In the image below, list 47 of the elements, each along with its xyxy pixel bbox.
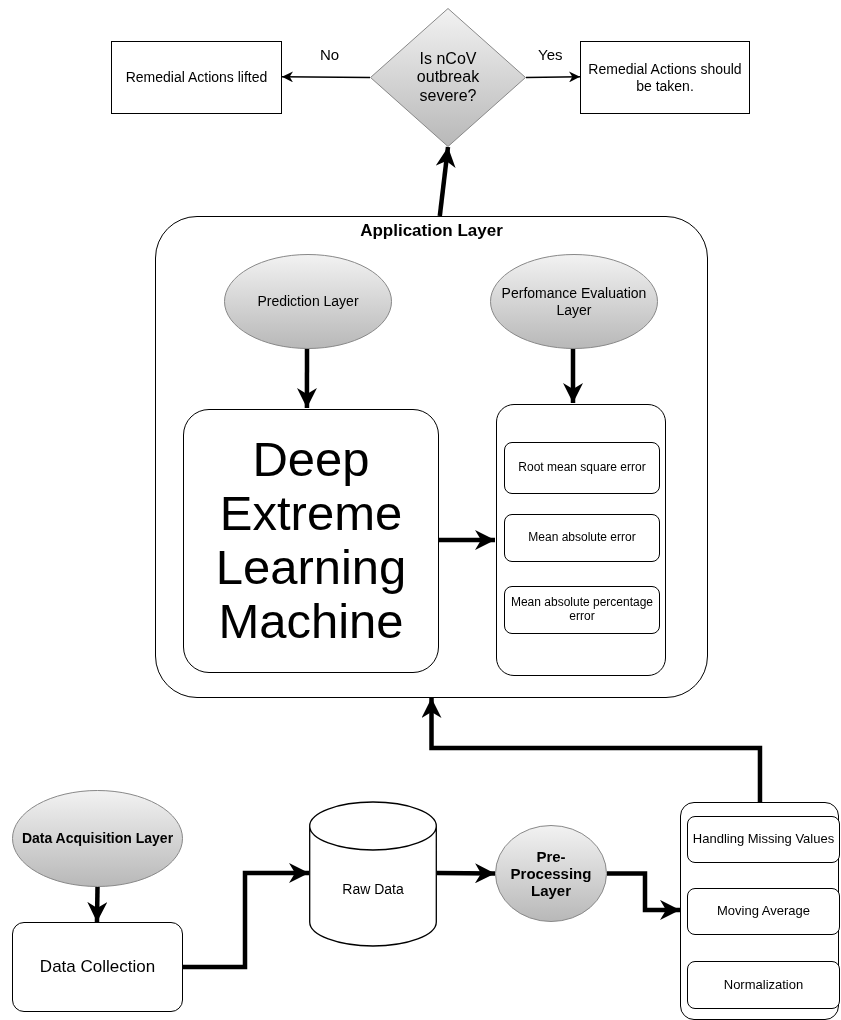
node-label: Remedial Actions should be taken. [587, 61, 743, 94]
arrow [525, 71, 581, 83]
layer-container [155, 216, 708, 698]
arrow [438, 530, 495, 551]
metric-box [504, 514, 660, 562]
layer-ellipse [12, 790, 183, 887]
arrow [296, 348, 317, 408]
layer-circle [495, 825, 607, 922]
process-box [12, 922, 183, 1012]
model-box [183, 409, 439, 673]
node-label: Root mean square error [518, 461, 646, 475]
process-box [580, 41, 750, 114]
node-label: Handling Missing Values [692, 832, 835, 847]
arrow [436, 863, 496, 884]
node-label: Prediction Layer [257, 293, 359, 310]
arrow [607, 871, 680, 920]
node-label: Pre-Processing Layer [509, 847, 593, 900]
step-box [687, 961, 840, 1009]
decision-diamond [370, 8, 526, 147]
arrow [421, 698, 763, 802]
database-cylinder [309, 802, 437, 946]
node-label: Deep Extreme Learning Machine [214, 433, 408, 649]
node-label: Mean absolute percentage error [509, 596, 655, 624]
arrow [563, 348, 583, 403]
node-label: Raw Data [342, 879, 404, 898]
metric-box [504, 442, 660, 494]
process-box [111, 41, 282, 114]
node-label: Remedial Actions lifted [125, 69, 268, 86]
node-label: Data Collection [39, 957, 156, 977]
node-label: Is nCoV outbreak severe? [415, 49, 481, 106]
arrow [435, 146, 456, 217]
layer-ellipse [490, 254, 658, 349]
node-label: Mean absolute error [528, 531, 636, 545]
node-label: Data Acquisition Layer [21, 830, 174, 847]
node-label: Perfomance Evaluation Layer [500, 285, 648, 318]
metrics-panel [496, 404, 666, 676]
arrow [281, 71, 371, 83]
step-box [687, 816, 840, 863]
layer-ellipse [224, 254, 392, 349]
arrow [87, 886, 108, 923]
arrow [183, 863, 309, 970]
step-box [687, 888, 840, 935]
container-heading: Application Layer [360, 221, 503, 241]
steps-panel [680, 802, 839, 1020]
node-label: Moving Average [717, 904, 810, 919]
node-label: Normalization [723, 977, 804, 993]
metric-box [504, 586, 660, 634]
